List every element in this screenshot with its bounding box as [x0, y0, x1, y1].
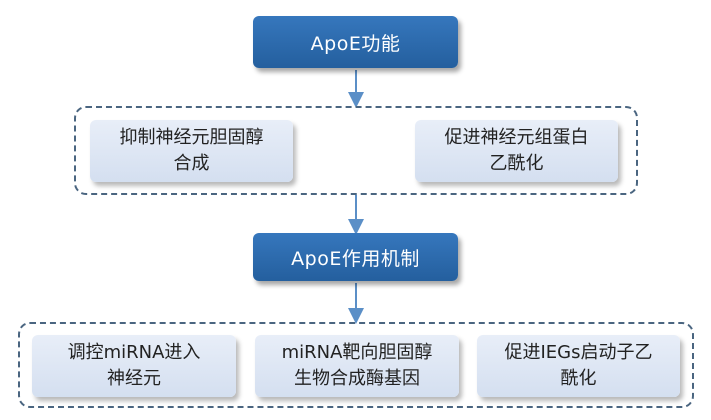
mechanism-item-mirna-entry-line1: 调控miRNA进入 — [67, 342, 201, 363]
function-item-cholesterol-line1: 抑制神经元胆固醇 — [119, 127, 264, 148]
function-group-frame — [74, 106, 638, 195]
function-item-acetylation-line1: 促进神经元组蛋白 — [444, 127, 589, 148]
mechanism-item-mirna-entry-line2: 神经元 — [106, 368, 161, 389]
apoe-function-title: ApoE功能 — [253, 16, 458, 68]
function-item-cholesterol-line2: 合成 — [173, 153, 210, 174]
mechanism-item-mirna-target-line1: miRNA靶向胆固醇 — [281, 342, 433, 363]
mechanism-item-ieg-acetylation-line1: 促进IEGs启动子乙 — [504, 342, 653, 363]
mechanism-item-ieg-acetylation: 促进IEGs启动子乙 酰化 — [477, 335, 680, 397]
apoe-mechanism-title-text: ApoE作用机制 — [291, 247, 420, 270]
mechanism-item-mirna-target: miRNA靶向胆固醇 生物合成酶基因 — [255, 335, 459, 397]
mechanism-item-mirna-target-line2: 生物合成酶基因 — [293, 368, 420, 389]
function-item-cholesterol: 抑制神经元胆固醇 合成 — [90, 120, 293, 182]
apoe-mechanism-title: ApoE作用机制 — [253, 233, 458, 281]
mechanism-item-ieg-acetylation-line2: 酰化 — [560, 368, 597, 389]
mechanism-item-mirna-entry: 调控miRNA进入 神经元 — [32, 335, 236, 397]
function-item-acetylation: 促进神经元组蛋白 乙酰化 — [415, 120, 618, 182]
apoe-function-title-text: ApoE功能 — [310, 32, 401, 55]
mechanism-group-frame — [18, 322, 694, 408]
function-item-acetylation-line2: 乙酰化 — [489, 153, 544, 174]
